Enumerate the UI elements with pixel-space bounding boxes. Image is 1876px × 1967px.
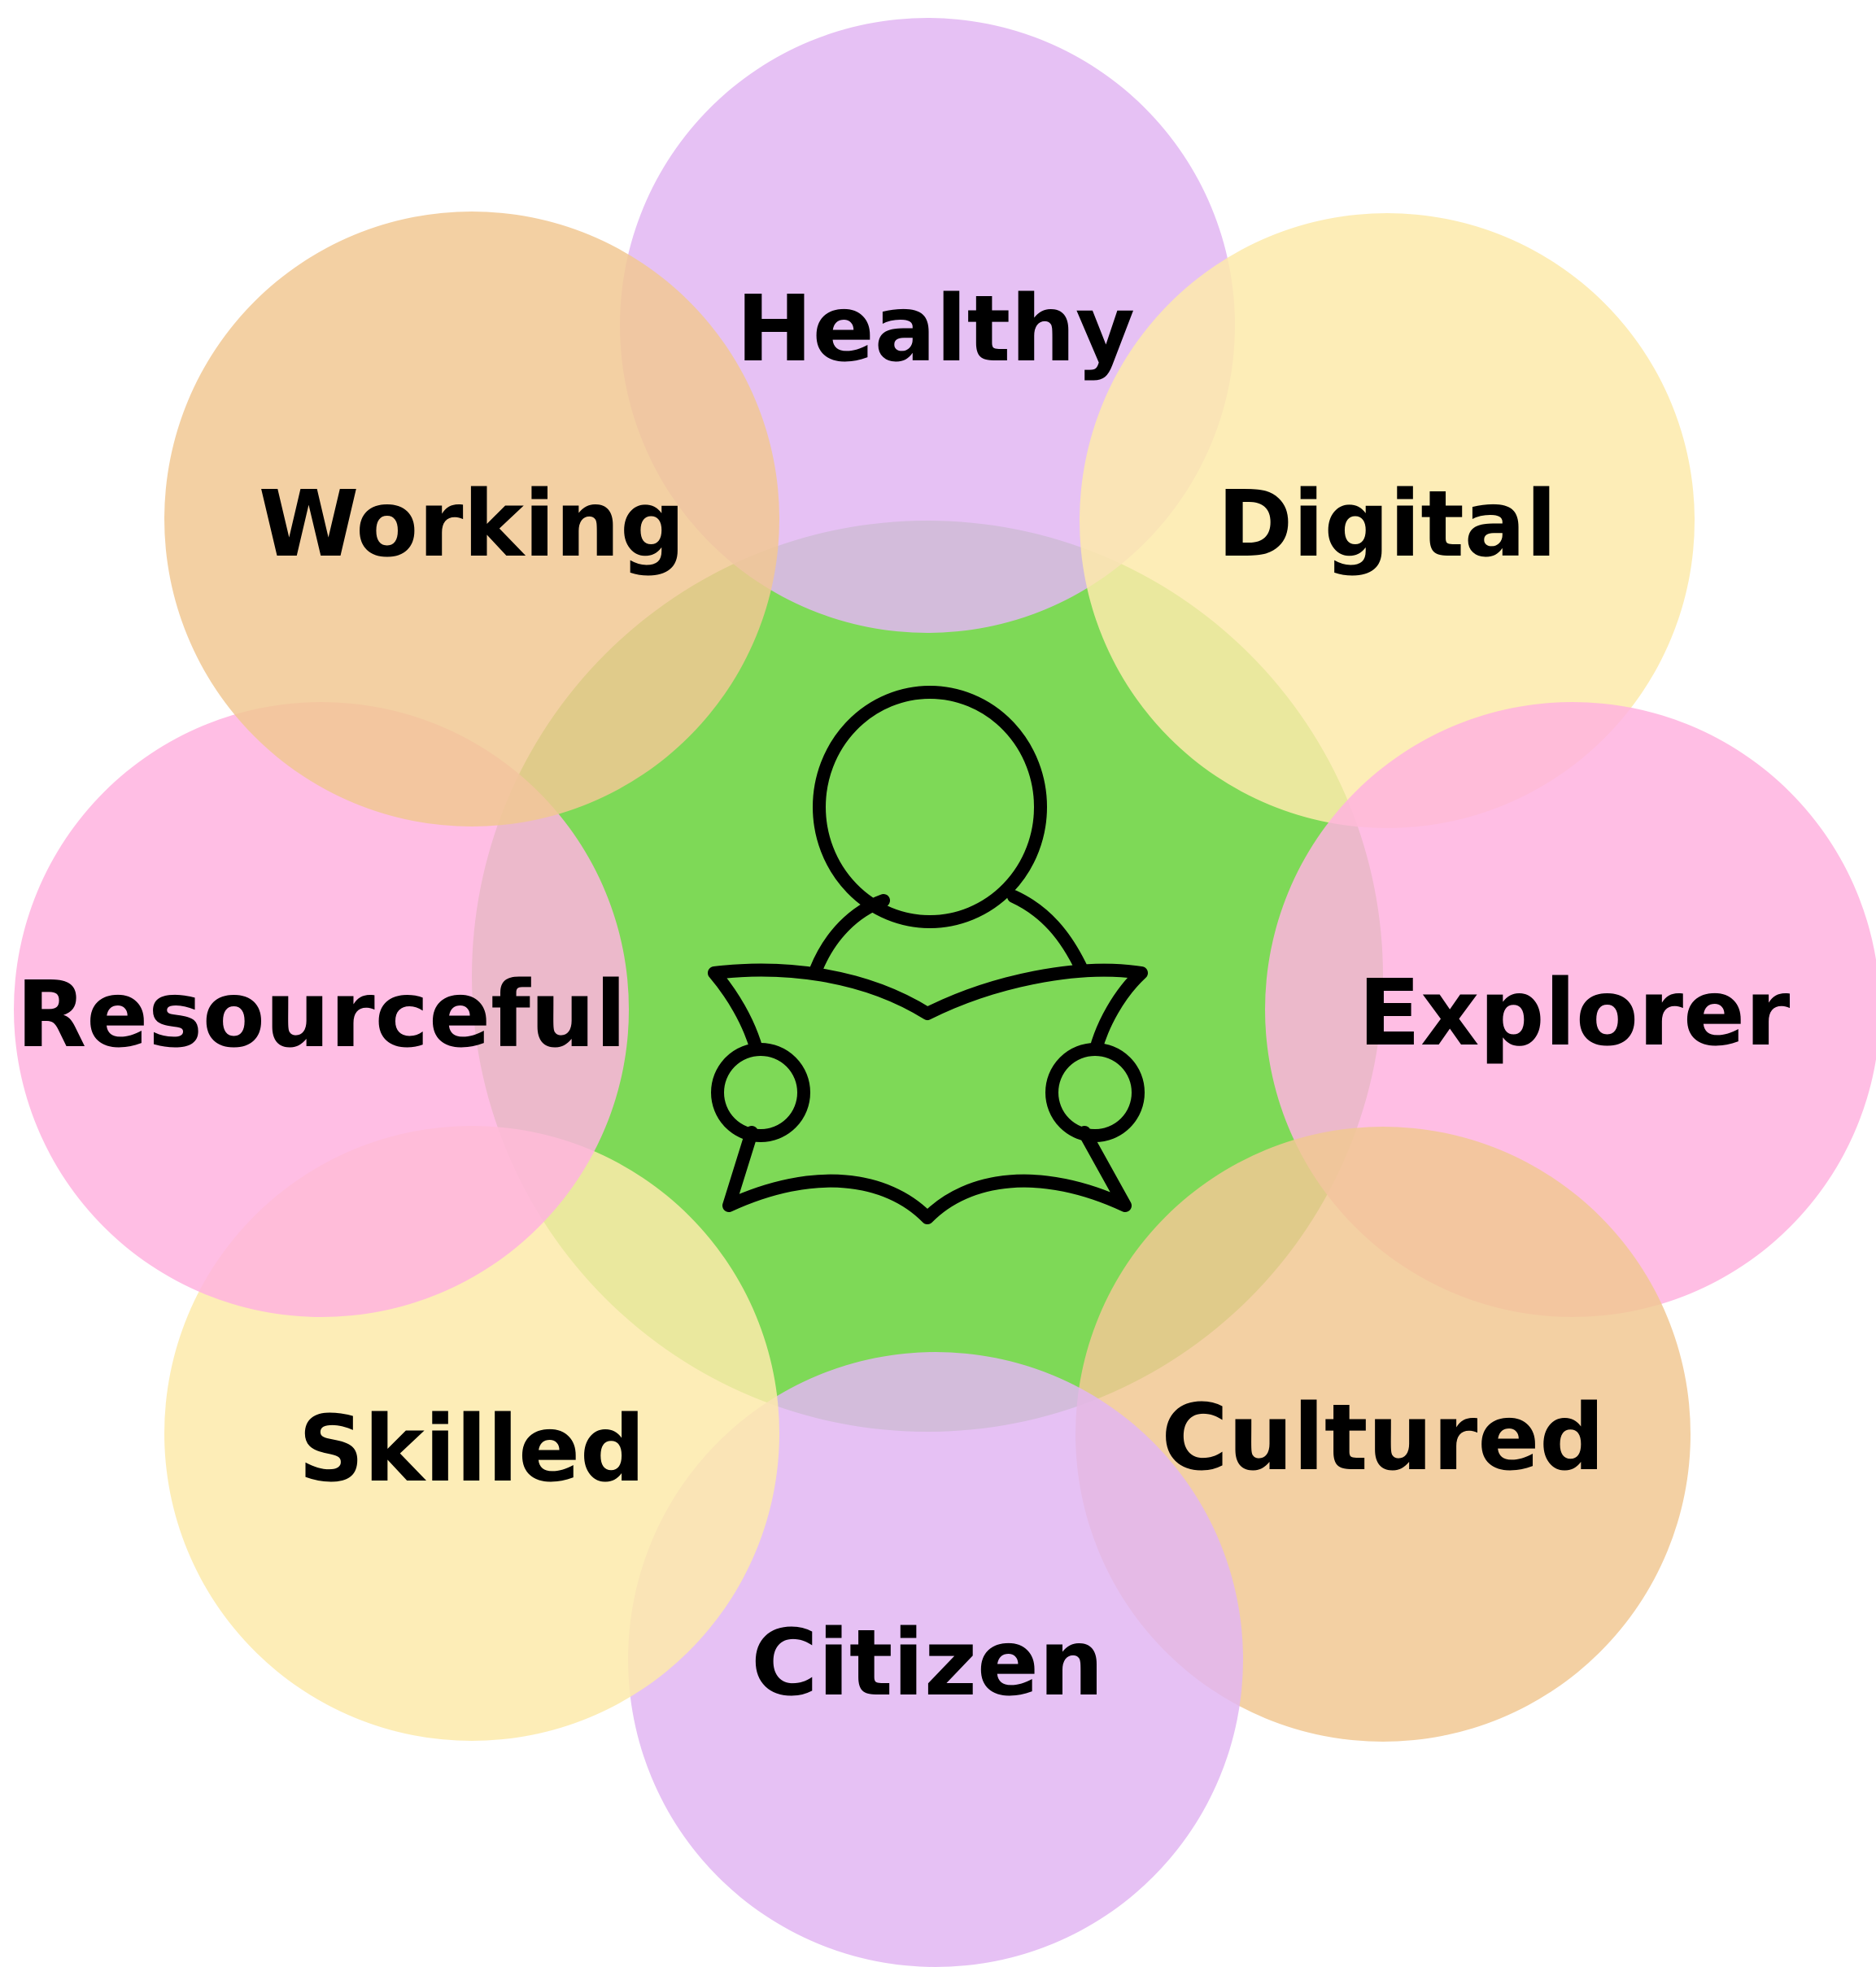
petal-circle [164,212,779,826]
petal-circle [628,1352,1243,1967]
petal-label-cultured: Cultured [1162,1385,1605,1491]
center-circle [472,521,1383,1432]
petal-citizen: Citizen [628,1352,1243,1967]
petal-label-healthy: Healthy [736,277,1135,382]
right-hand [1045,1043,1145,1142]
petal-label-working: Working [259,472,686,578]
left-hand [711,1043,810,1142]
petal-label-citizen: Citizen [751,1611,1103,1716]
petal-label-explorer: Explorer [1359,961,1791,1066]
petal-label-digital: Digital [1217,472,1556,578]
reader-head [813,686,1047,928]
reader-shoulders [809,890,1089,976]
reader-with-book-icon [708,686,1148,1224]
petal-resourceful: Resourceful [14,702,629,1317]
petal-circle [14,702,629,1317]
petal-working: Working [164,212,779,826]
petal-digital: Digital [1080,213,1695,828]
petal-circle [1080,213,1695,828]
petal-label-skilled: Skilled [299,1397,645,1503]
petal-label-resourceful: Resourceful [16,962,626,1068]
open-book [708,963,1148,1224]
